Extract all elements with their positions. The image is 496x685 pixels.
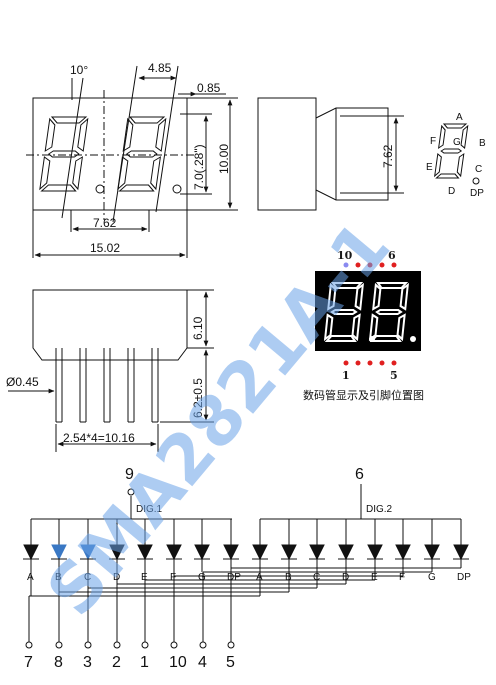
bottom-pin-6: 4 — [198, 654, 207, 671]
dim-pin-length: 6.2±0.5 — [191, 378, 205, 418]
dim-digit-pitch: 4.85 — [148, 61, 172, 75]
bottom-pin-5: 10 — [169, 654, 187, 671]
diode-2-1 — [281, 544, 297, 561]
front-digit-1 — [39, 116, 89, 192]
dim-angle: 10° — [70, 63, 88, 77]
segment-label-2-6: G — [428, 572, 436, 583]
diode-2-0 — [252, 544, 268, 561]
pin-terminal-6 — [199, 641, 207, 649]
dim-width-inner: 7.62 — [93, 216, 117, 230]
diode-2-5 — [395, 544, 411, 561]
preview-dp-2 — [410, 336, 416, 342]
display-preview — [315, 271, 421, 351]
segment-label-1-6: G — [198, 572, 206, 583]
bottom-pin-3: 2 — [112, 654, 121, 671]
diode-1-2 — [80, 544, 96, 561]
legend-label-g: G — [453, 137, 461, 148]
diode-2-2 — [309, 544, 325, 561]
front-dp-1 — [95, 184, 105, 194]
segment-label-2-0: A — [256, 572, 263, 583]
circuit-dig-1: DIG.1 — [136, 504, 163, 515]
diode-2-6 — [424, 544, 440, 561]
legend-label-e: E — [426, 162, 433, 173]
preview-pin-10: 10 — [337, 249, 353, 262]
bottom-pin-4: 1 — [140, 654, 149, 671]
diode-2-3 — [338, 544, 354, 561]
pin-terminal-3 — [113, 641, 121, 649]
legend-label-a: A — [456, 112, 463, 123]
watermark: SMA2821A-1 — [33, 207, 406, 631]
bottom-pin-2: 3 — [83, 654, 92, 671]
preview-pin-1: 1 — [342, 369, 350, 382]
circuit-pin-6: 6 — [355, 466, 364, 483]
bottom-pin-1: 8 — [54, 654, 63, 671]
diode-1-1 — [51, 544, 67, 561]
segment-label-1-0: A — [27, 572, 34, 583]
legend-label-dp: DP — [470, 188, 484, 199]
segment-label-1-3: D — [113, 572, 120, 583]
segment-label-1-4: E — [141, 572, 148, 583]
dim-pin-pitch: 2.54*4=10.16 — [63, 431, 135, 445]
front-dp-2 — [172, 184, 182, 194]
dim-body-height: 10.00 — [217, 144, 231, 174]
circuit-dig-2: DIG.2 — [366, 504, 393, 515]
legend-label-f: F — [430, 136, 436, 147]
diode-1-6 — [194, 544, 210, 561]
diode-1-5 — [166, 544, 182, 561]
preview-digit-2 — [368, 282, 410, 342]
circuit — [23, 484, 469, 649]
diode-1-3 — [109, 544, 125, 561]
circuit-pin-9: 9 — [125, 466, 134, 483]
side-view — [257, 97, 404, 211]
pin-terminal-7 — [227, 641, 235, 649]
legend-dp — [472, 177, 480, 185]
pin-terminal-1 — [55, 641, 63, 649]
segment-label-2-3: D — [342, 572, 349, 583]
segment-label-2-1: B — [285, 572, 292, 583]
legend-label-c: C — [475, 164, 482, 175]
preview-bottom-pins — [343, 360, 397, 366]
dim-width-total: 15.02 — [90, 241, 120, 255]
diode-2-4 — [367, 544, 383, 561]
diode-1-4 — [137, 544, 153, 561]
pin-terminal-4 — [141, 641, 149, 649]
preview-pin-5: 5 — [390, 369, 398, 382]
segment-label-2-4: E — [371, 572, 378, 583]
segment-label-2-5: F — [399, 572, 405, 583]
bottom-view — [8, 289, 214, 452]
dim-side-spacing: 7.62 — [381, 144, 395, 168]
preview-pin-6: 6 — [388, 249, 396, 262]
dim-pin-diameter: Ø0.45 — [6, 375, 39, 389]
pin-terminal-5 — [170, 641, 178, 649]
segment-label-1-2: C — [84, 572, 91, 583]
diode-1-7 — [223, 544, 239, 561]
bottom-pin-7: 5 — [226, 654, 235, 671]
segment-label-1-5: F — [170, 572, 176, 583]
segment-label-1-1: B — [55, 572, 62, 583]
front-digit-2 — [117, 116, 167, 192]
preview-digit-1 — [323, 282, 365, 342]
legend-label-b: B — [479, 138, 486, 149]
segment-label-1-7: DP — [227, 572, 241, 583]
dim-seg-width: 0.85 — [197, 81, 221, 95]
pin-terminal-2 — [84, 641, 92, 649]
preview-caption: 数码管显示及引脚位置图 — [303, 388, 424, 402]
segment-label-2-2: C — [313, 572, 320, 583]
segment-label-2-7: DP — [457, 572, 471, 583]
diode-2-7 — [453, 544, 469, 561]
bottom-pin-0: 7 — [24, 654, 33, 671]
dim-digit-height: 7.0(.28") — [192, 144, 206, 190]
front-view — [26, 65, 238, 258]
preview-top-pins — [343, 262, 397, 268]
diode-1-0 — [23, 544, 39, 561]
segment-legend — [434, 123, 469, 179]
pin-terminal-0 — [25, 641, 33, 649]
dim-depth: 6.10 — [191, 316, 205, 340]
legend-label-d: D — [448, 186, 455, 197]
